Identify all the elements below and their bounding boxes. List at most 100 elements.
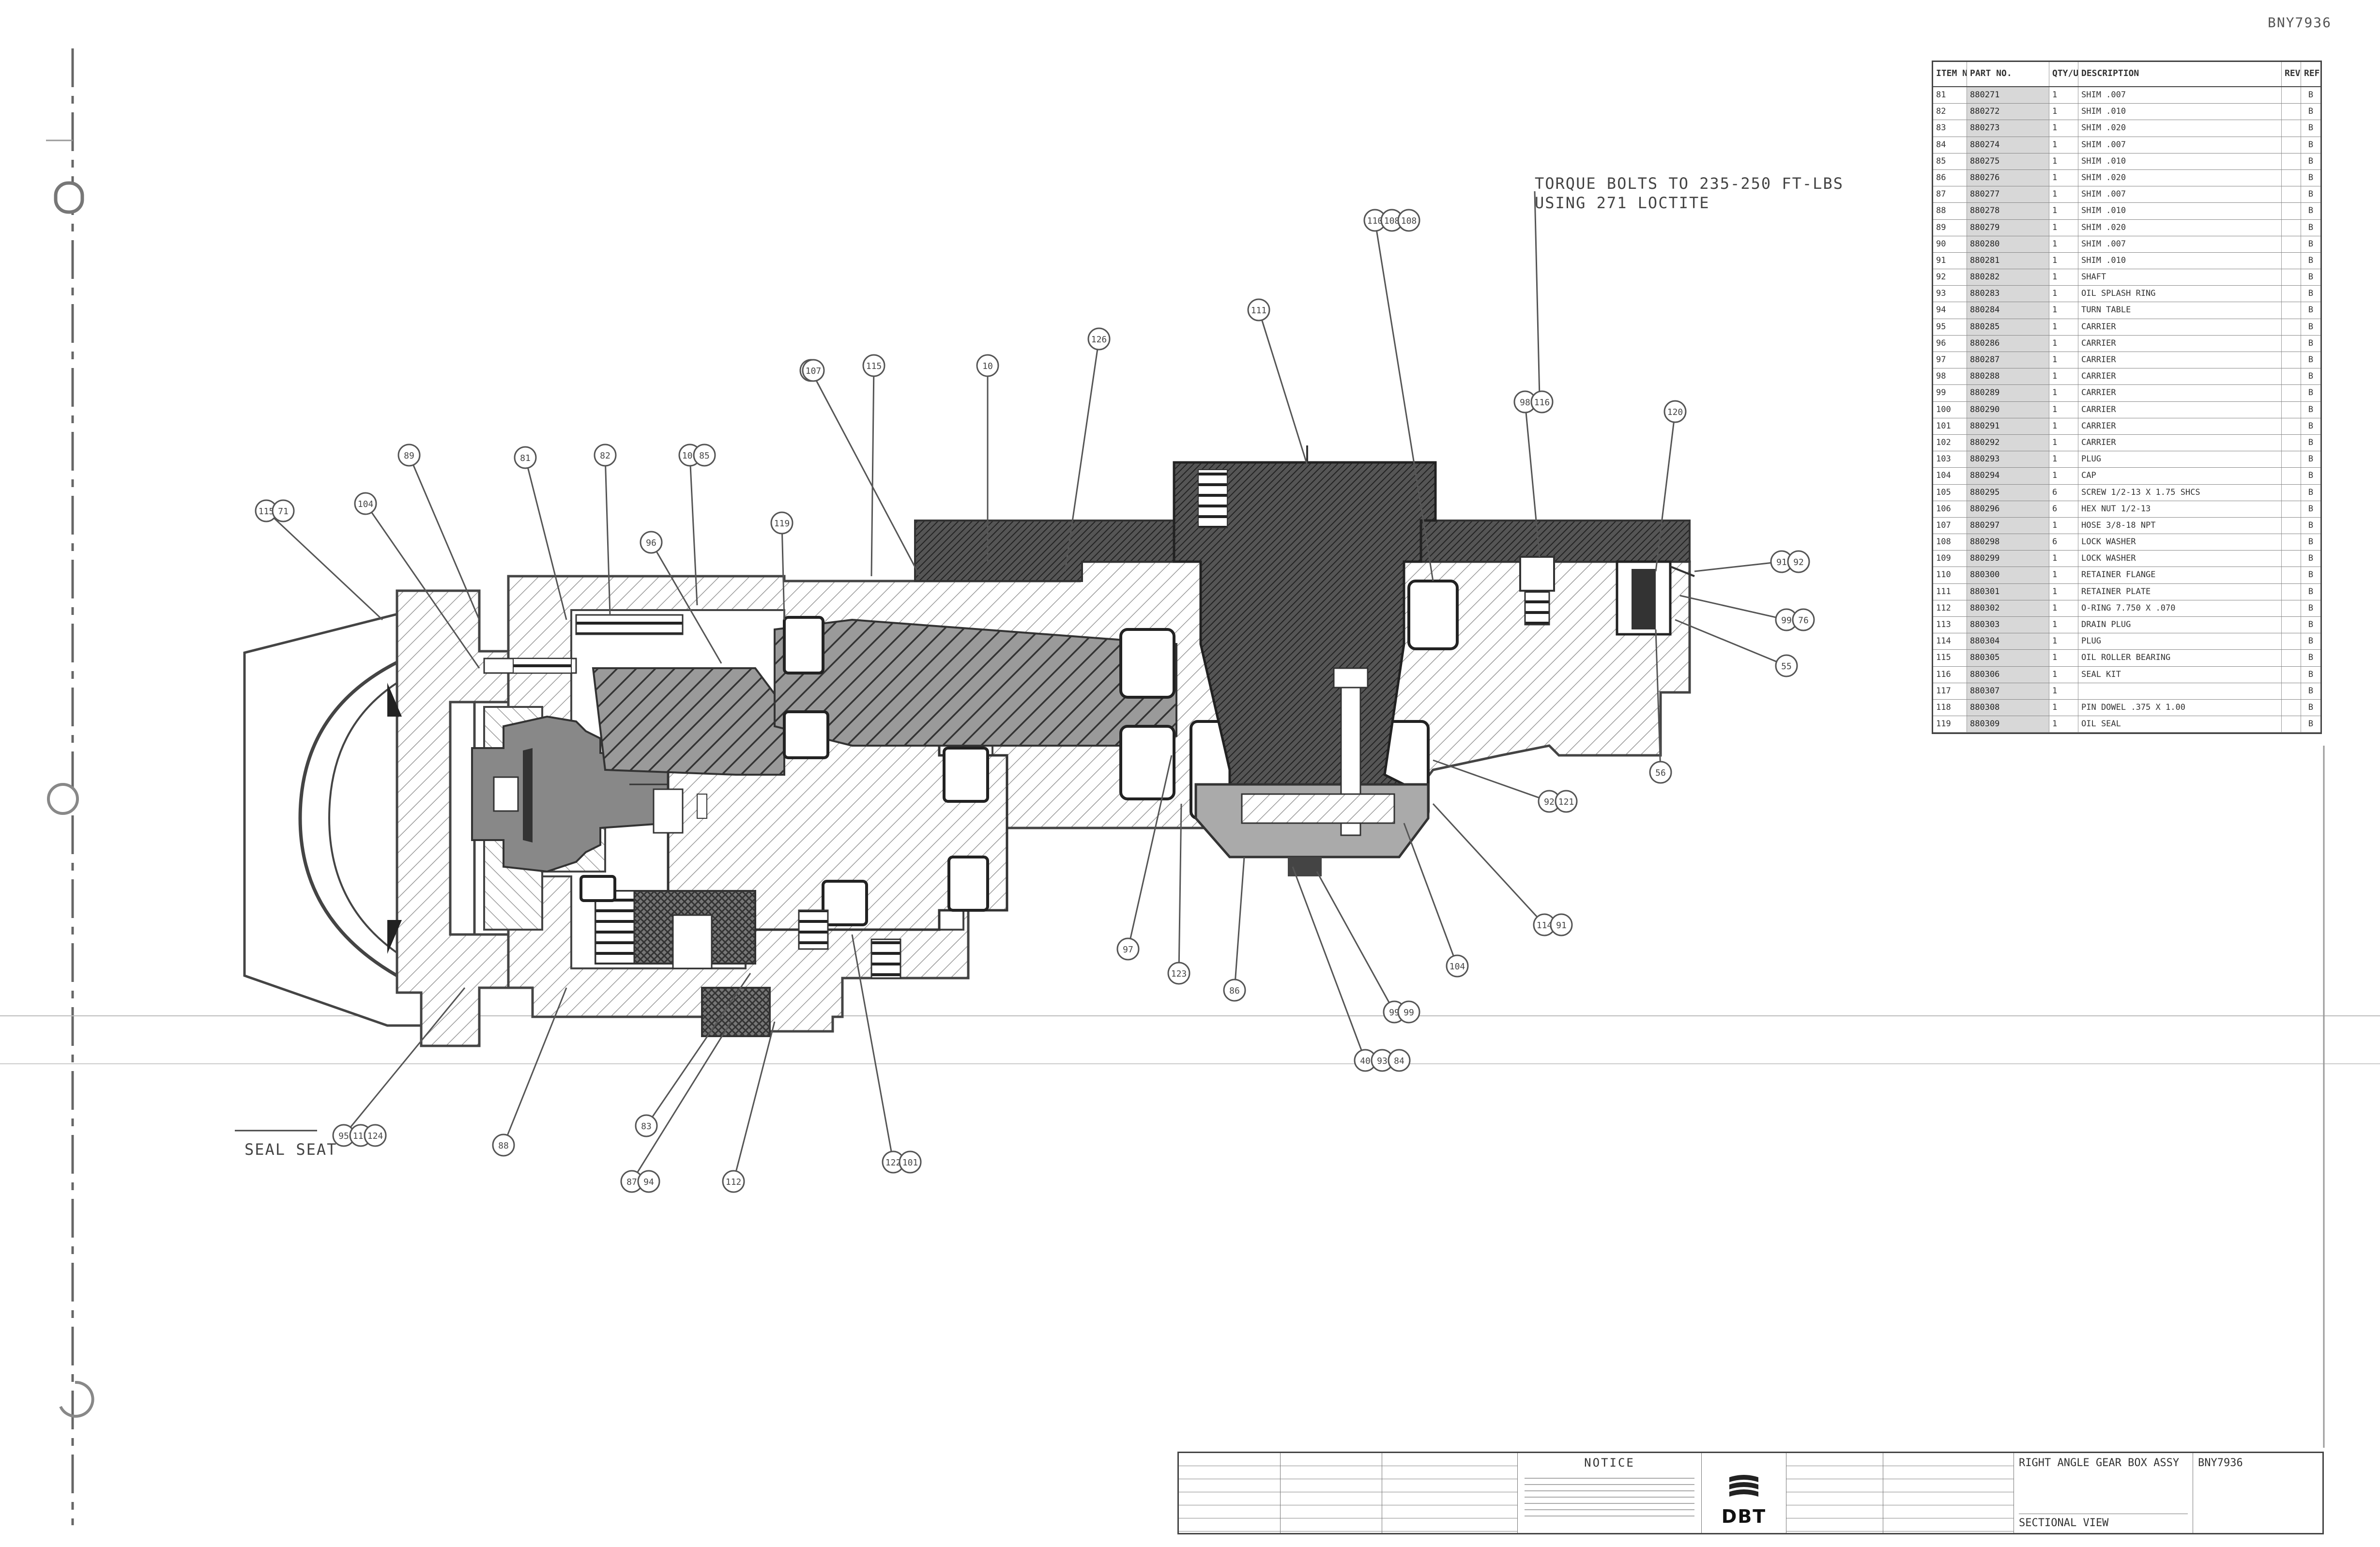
cell-part-no: 880281 (1967, 252, 2049, 269)
cell-part-no: 880294 (1967, 468, 2049, 484)
cell-part-no: 880291 (1967, 418, 2049, 434)
balloon-number: 126 (1091, 335, 1107, 345)
cell-part-no: 880271 (1967, 87, 2049, 104)
callout-balloon: 123 (1167, 962, 1190, 985)
cell-item-no: 109 (1933, 551, 1967, 567)
callout-balloon: 76 (1792, 608, 1815, 631)
cell-rev (2282, 418, 2301, 434)
cell-item-no: 113 (1933, 617, 1967, 633)
header-qty: QTY/UNIT (2049, 62, 2078, 86)
cell-ref: B (2308, 437, 2314, 447)
balloon-number: 89 (404, 451, 414, 461)
cell-item-no: 102 (1933, 434, 1967, 451)
cell-rev (2282, 434, 2301, 451)
cell-qty: 1 (2049, 683, 2078, 699)
cell-part-no: 880282 (1967, 269, 2049, 286)
cell-description: RETAINER FLANGE (2078, 567, 2282, 583)
callout-balloon: 55 (1775, 654, 1798, 677)
drawing-title: RIGHT ANGLE GEAR BOX ASSY (2019, 1457, 2180, 1469)
cell-ref: B (2308, 222, 2314, 232)
cell-ref: B (2308, 371, 2314, 382)
balloon-number: 71 (278, 506, 289, 517)
cell-item-no: 95 (1933, 319, 1967, 335)
cell-item-no: 81 (1933, 87, 1967, 104)
callout-balloon: 94 (637, 1170, 660, 1193)
cell-item-no: 93 (1933, 286, 1967, 302)
callout-balloon: 121 (1555, 790, 1578, 813)
cell-description: CARRIER (2078, 335, 2282, 352)
cell-qty: 1 (2049, 203, 2078, 219)
callout-balloon: 89 (397, 444, 421, 467)
cell-part-no: 880280 (1967, 236, 2049, 252)
callout-balloon: 110 (1363, 209, 1387, 232)
callout-balloon: 111 (1247, 298, 1270, 322)
callout-balloon: 10 (976, 354, 999, 377)
cell-rev (2282, 385, 2301, 401)
cell-rev (2282, 650, 2301, 666)
balloon-number: 121 (1558, 797, 1574, 807)
cell-item-no: 98 (1933, 368, 1967, 385)
callout-balloon: 107 (802, 359, 825, 382)
cell-qty: 1 (2049, 368, 2078, 385)
cell-qty: 1 (2049, 87, 2078, 104)
balloon-number: 40 (1360, 1056, 1371, 1066)
leader-line (1694, 561, 1782, 572)
balloon-number: 85 (699, 451, 710, 461)
cell-qty: 1 (2049, 137, 2078, 153)
cell-part-no: 880306 (1967, 666, 2049, 683)
leader-line (408, 455, 480, 620)
callout-balloon: 104 (354, 492, 377, 515)
cell-description: CARRIER (2078, 418, 2282, 434)
callout-balloon: 115 (255, 499, 278, 522)
cell-item-no: 82 (1933, 104, 1967, 120)
balloon-number: 108 (1384, 216, 1400, 226)
cell-qty: 1 (2049, 169, 2078, 186)
cell-rev (2282, 352, 2301, 368)
cell-part-no: 880302 (1967, 600, 2049, 616)
cell-item-no: 88 (1933, 203, 1967, 219)
balloon-number: 97 (1123, 945, 1133, 955)
cell-ref: B (2308, 586, 2314, 597)
cell-part-no: 880275 (1967, 153, 2049, 169)
balloon-number: 99 (1404, 1008, 1414, 1018)
balloon-number: 123 (1171, 969, 1187, 979)
cell-description: SHIM .010 (2078, 203, 2282, 219)
cell-item-no: 92 (1933, 269, 1967, 286)
cell-item-no: 110 (1933, 567, 1967, 583)
leader-line (645, 973, 751, 1126)
cell-part-no: 880289 (1967, 385, 2049, 401)
leader-line (1655, 629, 1662, 773)
cell-ref: B (2308, 653, 2314, 663)
cell-description (2078, 683, 2282, 699)
leader-line (1178, 803, 1182, 974)
callout-balloon: 124 (364, 1124, 387, 1147)
cell-ref: B (2308, 255, 2314, 265)
cell-ref: B (2308, 686, 2314, 696)
drawing-dwg-no: SECTIONAL VIEW (2019, 1514, 2188, 1529)
leader-line (851, 934, 894, 1163)
cell-ref: B (2308, 90, 2314, 100)
cell-item-no: 108 (1933, 534, 1967, 551)
balloon-number: 114 (1537, 920, 1553, 931)
cell-item-no: 83 (1933, 120, 1967, 137)
cell-description: CARRIER (2078, 319, 2282, 335)
cell-rev (2282, 484, 2301, 501)
cell-ref: B (2308, 206, 2314, 216)
callout-balloon: 91 (1550, 913, 1573, 936)
cell-qty: 1 (2049, 699, 2078, 716)
balloon-number: 91 (1556, 920, 1567, 931)
balloon-number: 93 (1377, 1056, 1388, 1066)
cell-qty: 1 (2049, 567, 2078, 583)
cell-description: CARRIER (2078, 385, 2282, 401)
cell-qty: 1 (2049, 120, 2078, 137)
leader-line (1316, 871, 1395, 1012)
callout-balloon: 88 (492, 1133, 515, 1157)
cell-qty: 1 (2049, 517, 2078, 534)
